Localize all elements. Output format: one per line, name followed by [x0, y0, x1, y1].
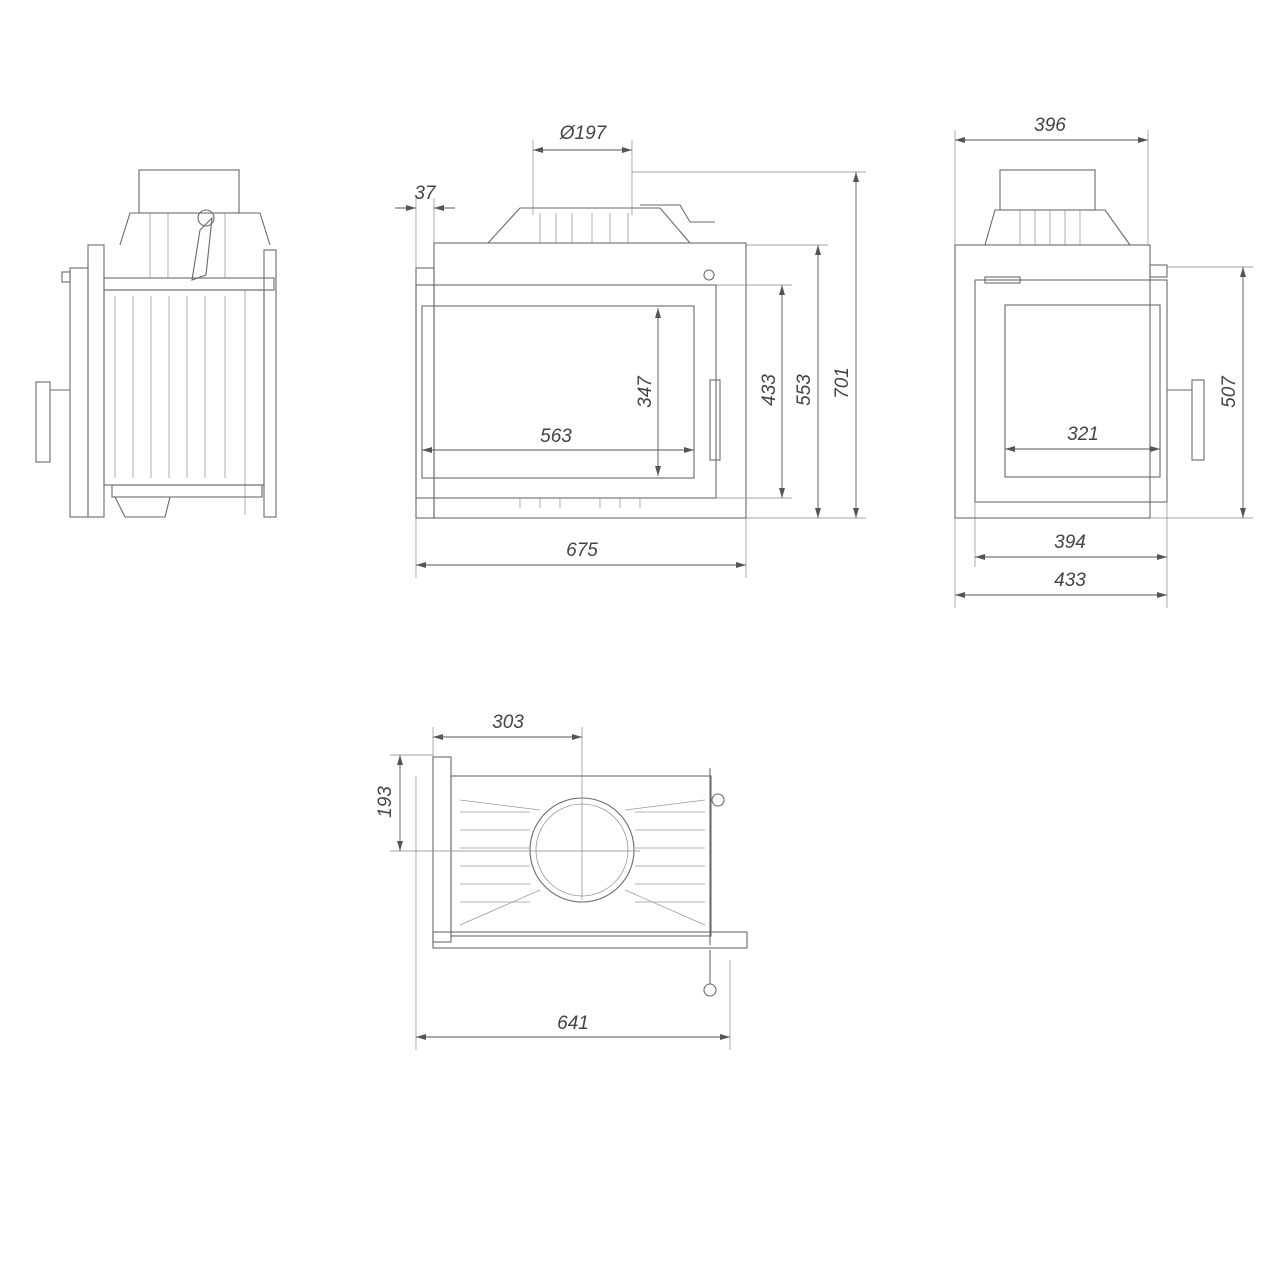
- dim-frame-offset: 37: [414, 183, 437, 204]
- dim-glass-width: 563: [540, 426, 572, 447]
- front-view: [415, 204, 747, 519]
- dimension-lines: [390, 130, 1253, 1050]
- dimension-labels: Ø197 37 347 563 433 553 701 675 396 321 …: [375, 115, 1240, 1034]
- dim-glass-height: 347: [635, 375, 656, 408]
- dim-body-height: 553: [794, 374, 815, 406]
- dim-side-top-width: 396: [1034, 115, 1066, 136]
- dim-door-height: 433: [759, 374, 780, 406]
- dim-side-depth: 433: [1054, 570, 1086, 591]
- dim-side-inner-depth: 394: [1054, 532, 1086, 553]
- dim-side-glass-width: 321: [1067, 424, 1099, 445]
- side-view-left: [35, 169, 277, 518]
- dim-flue-offset-x: 303: [492, 712, 524, 733]
- side-view-right: [954, 169, 1205, 519]
- dim-total-width: 675: [566, 540, 598, 561]
- top-view: [432, 756, 748, 997]
- dim-flue-offset-y: 193: [375, 786, 396, 818]
- dim-top-width: 641: [557, 1013, 589, 1034]
- dim-flue-diameter: Ø197: [559, 123, 608, 144]
- dim-side-height: 507: [1219, 375, 1240, 408]
- dim-total-height: 701: [832, 367, 853, 399]
